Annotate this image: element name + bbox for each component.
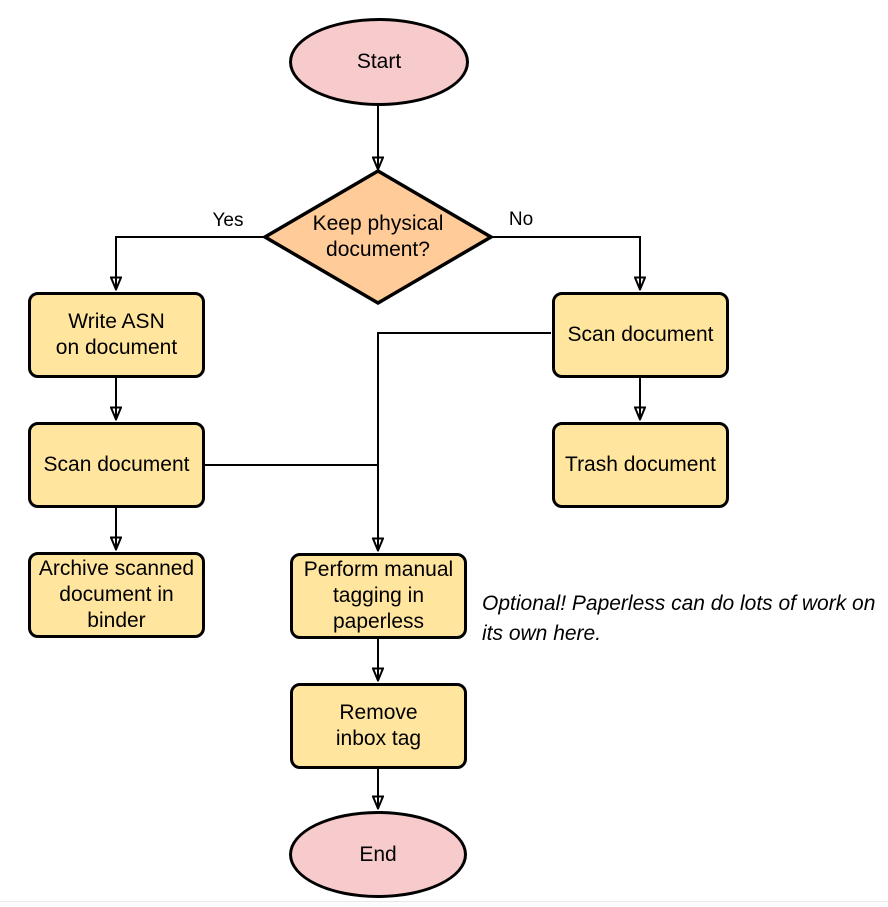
node-remove-inbox-tag: Remove inbox tag: [290, 683, 467, 769]
node-label-line: Remove: [339, 701, 418, 724]
optional-note: Optional! Paperless can do lots of work …: [482, 589, 888, 649]
note-line: Optional! Paperless can do lots of work …: [482, 592, 876, 615]
edge-label-yes: Yes: [209, 210, 247, 232]
node-label-line: Keep physical: [312, 212, 444, 235]
node-label-line: document in: [59, 583, 174, 606]
node-label-line: inbox tag: [335, 727, 422, 750]
page-bottom-divider: [0, 901, 888, 902]
node-label-line: tagging in: [332, 584, 425, 607]
node-manual-tagging: Perform manual tagging in paperless: [290, 553, 467, 639]
edge-decision-yes-to-write-asn: [116, 236, 266, 289]
note-line: its own here.: [482, 622, 602, 645]
page-below-divider-area: [0, 902, 888, 907]
decision-diamond-shape: [261, 168, 495, 306]
node-label-line: Start: [356, 50, 402, 73]
node-scan-document-left: Scan document: [28, 422, 205, 508]
node-label-line: on document: [55, 336, 178, 359]
node-label-line: Archive scanned: [38, 557, 195, 580]
node-trash-document: Trash document: [552, 422, 729, 508]
node-label-line: End: [359, 842, 397, 866]
node-label-line: document?: [326, 238, 430, 261]
node-end: End: [289, 811, 467, 898]
node-start: Start: [289, 18, 469, 106]
node-label-line: Perform manual: [303, 558, 454, 581]
edge-decision-no-to-scan-right: [490, 236, 640, 289]
node-label-line: Trash document: [565, 453, 716, 476]
node-label-line: Scan document: [43, 453, 190, 476]
node-archive-scanned: Archive scanned document in binder: [28, 552, 205, 638]
node-label-line: Write ASN: [68, 310, 165, 333]
edge-label-no: No: [505, 209, 537, 231]
node-label-line: binder: [87, 609, 146, 632]
node-write-asn: Write ASN on document: [28, 292, 205, 378]
node-scan-document-right: Scan document: [552, 292, 729, 378]
node-label-line: Scan document: [567, 323, 714, 346]
edge-scan-right-to-tagging: [378, 332, 551, 550]
node-label-line: paperless: [332, 610, 425, 633]
node-decision-label: Keep physical document?: [278, 211, 478, 263]
